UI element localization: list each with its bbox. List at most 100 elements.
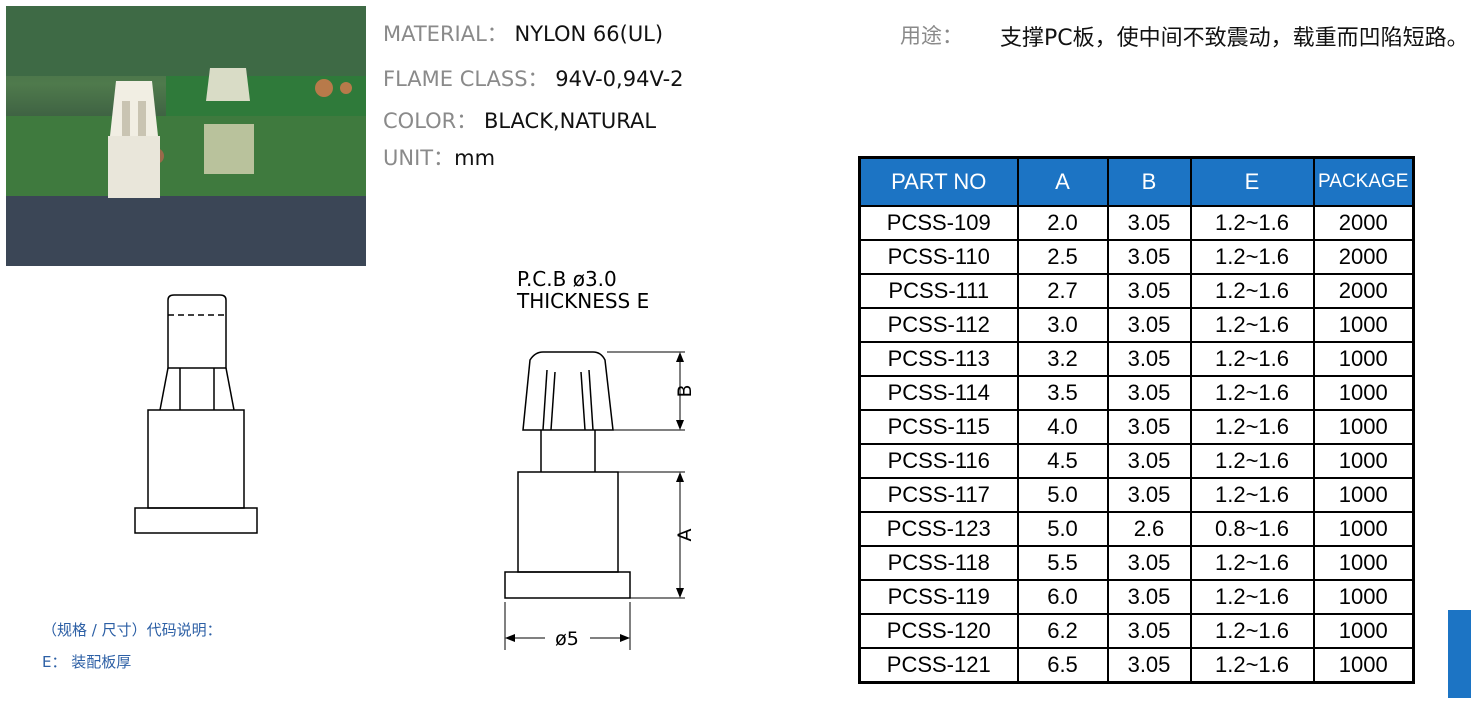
table-cell: 2000 [1312,205,1415,241]
dim-diameter-label: ø5 [555,628,579,650]
table-cell: 1.2~1.6 [1189,409,1315,445]
table-cell: 2.5 [1016,239,1109,275]
table-cell: PCSS-114 [858,375,1019,411]
dim-a-label: A [674,529,696,542]
table-cell: 3.05 [1106,341,1192,377]
table-cell: 3.05 [1106,443,1192,479]
spec-flame-class: FLAME CLASS： 94V-0,94V-2 [383,67,684,91]
table-cell: PCSS-111 [858,273,1019,309]
header-b: B [1106,156,1192,207]
table-cell: PCSS-118 [858,545,1019,581]
table-cell: PCSS-119 [858,579,1019,615]
table-cell: 1000 [1312,545,1415,581]
table-cell: 1.2~1.6 [1189,579,1315,615]
dimension-drawing: P.C.B ø3.0 THICKNESS E B A ø5 [504,267,696,650]
table-cell: 1.2~1.6 [1189,375,1315,411]
header-e: E [1189,156,1315,207]
table-cell: 3.05 [1106,613,1192,649]
table-cell: PCSS-110 [858,239,1019,275]
table-cell: 4.5 [1016,443,1109,479]
table-cell: 3.05 [1106,307,1192,343]
table-cell: 3.5 [1016,375,1109,411]
table-cell: PCSS-123 [858,511,1019,547]
table-cell: 3.05 [1106,375,1192,411]
table-cell: 2000 [1312,239,1415,275]
table-cell: 5.5 [1016,545,1109,581]
table-cell: 1.2~1.6 [1189,443,1315,479]
header-package: PACKAGE [1312,156,1415,207]
table-cell: 3.05 [1106,647,1192,684]
table-cell: PCSS-120 [858,613,1019,649]
table-cell: 3.05 [1106,409,1192,445]
table-cell: 5.0 [1016,511,1109,547]
table-cell: 1.2~1.6 [1189,647,1315,684]
spec-material: MATERIAL： NYLON 66(UL) [383,22,664,46]
table-cell: 1000 [1312,613,1415,649]
table-header-row: PART NO A B E PACKAGE [858,156,1415,207]
table-cell: 1000 [1312,477,1415,513]
table-cell: 1000 [1312,647,1415,684]
side-accent-bar [1448,610,1471,698]
table-cell: 6.2 [1016,613,1109,649]
table-cell: 1000 [1312,375,1415,411]
notes-e-definition: E： 装配板厚 [42,653,132,671]
table-cell: PCSS-112 [858,307,1019,343]
table-cell: 1.2~1.6 [1189,477,1315,513]
table-cell: 3.05 [1106,579,1192,615]
table-cell: 2000 [1312,273,1415,309]
usage-text: 支撑PC板，使中间不致震动，载重而凹陷短路。 [1000,26,1469,51]
table-cell: 3.2 [1016,341,1109,377]
table-cell: 5.0 [1016,477,1109,513]
header-part-no: PART NO [858,156,1019,207]
table-cell: 1000 [1312,307,1415,343]
table-cell: 6.5 [1016,647,1109,684]
spec-color: COLOR： BLACK,NATURAL [383,109,657,133]
table-cell: PCSS-113 [858,341,1019,377]
table-cell: 3.05 [1106,273,1192,309]
table-cell: PCSS-117 [858,477,1019,513]
table-cell: 1.2~1.6 [1189,307,1315,343]
table-cell: 0.8~1.6 [1189,511,1315,547]
table-cell: 1000 [1312,443,1415,479]
table-cell: PCSS-121 [858,647,1019,684]
table-cell: 3.05 [1106,477,1192,513]
table-cell: 1.2~1.6 [1189,613,1315,649]
table-cell: 3.05 [1106,239,1192,275]
table-cell: 6.0 [1016,579,1109,615]
table-cell: 3.05 [1106,205,1192,241]
table-cell: 3.0 [1016,307,1109,343]
header-a: A [1016,156,1109,207]
usage-label: 用途： [900,24,963,48]
table-cell: 3.05 [1106,545,1192,581]
table-cell: 4.0 [1016,409,1109,445]
table-cell: 1000 [1312,341,1415,377]
table-cell: 1.2~1.6 [1189,273,1315,309]
table-cell: 1000 [1312,409,1415,445]
table-cell: PCSS-109 [858,205,1019,241]
table-cell: PCSS-116 [858,443,1019,479]
table-cell: 2.0 [1016,205,1109,241]
pcb-label-line1: P.C.B ø3.0 [517,267,617,291]
table-cell: 1000 [1312,579,1415,615]
spec-unit: UNIT：mm [383,146,496,170]
side-view-drawing [134,294,258,534]
table-cell: PCSS-115 [858,409,1019,445]
table-cell: 1.2~1.6 [1189,545,1315,581]
notes-title: （规格 / 尺寸）代码说明： [42,621,222,639]
product-photo [6,6,366,266]
